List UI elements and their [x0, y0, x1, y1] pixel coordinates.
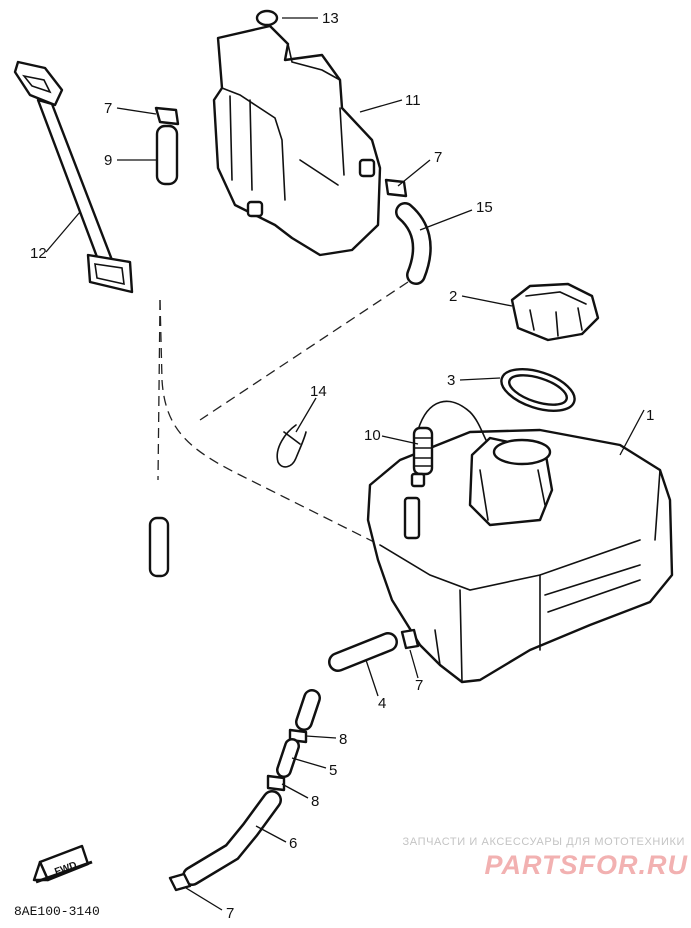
callout-7: 7	[434, 149, 442, 166]
fwd-arrow-icon: FWD	[32, 844, 93, 884]
hose-piece-part	[148, 516, 170, 578]
callout-7: 7	[226, 905, 234, 922]
callout-9: 9	[104, 152, 112, 169]
callout-12: 12	[30, 245, 47, 262]
tank-strap-part	[13, 60, 134, 294]
callout-5: 5	[329, 762, 337, 779]
oil-reservoir-part	[212, 24, 382, 257]
hose-clamp-part	[266, 774, 286, 792]
callout-4: 4	[378, 695, 386, 712]
callout-8: 8	[339, 731, 347, 748]
callout-numbers: 13 11 7 9 7 15 12 2 3 14 10 1 4 7 8 5 8 …	[30, 10, 654, 922]
hose-part	[328, 632, 398, 672]
wire-clip-part	[276, 424, 307, 468]
vent-hose-part	[410, 400, 487, 488]
hose-clamp-part	[168, 872, 192, 892]
hose-clamp-part	[400, 628, 420, 650]
hose-union-part	[276, 738, 300, 778]
routing-dashed-line	[157, 281, 409, 546]
callout-15: 15	[476, 199, 493, 216]
callout-8: 8	[311, 793, 319, 810]
callout-2: 2	[449, 288, 457, 305]
callout-10: 10	[364, 427, 381, 444]
reservoir-cap-part	[255, 9, 279, 27]
hose-joint-part	[295, 689, 321, 731]
callout-7: 7	[104, 100, 112, 117]
callout-14: 14	[310, 383, 327, 400]
filler-cap-part	[510, 282, 600, 342]
watermark-tagline: ЗАПЧАСТИ И АКСЕССУАРЫ ДЛЯ МОТОТЕХНИКИ	[402, 836, 685, 848]
leader-lines	[45, 17, 645, 911]
callout-11: 11	[405, 92, 421, 109]
callout-3: 3	[447, 372, 455, 389]
callout-13: 13	[322, 10, 339, 27]
curved-hose-part	[395, 202, 432, 285]
gasket-part	[500, 368, 576, 412]
callout-6: 6	[289, 835, 297, 852]
diagram-code: 8AE100-3140	[14, 904, 100, 919]
hose-part	[182, 790, 282, 886]
callout-7: 7	[415, 677, 423, 694]
watermark-logo: PARTSFOR.RU	[484, 850, 688, 880]
short-hose-part	[155, 124, 179, 186]
callout-1: 1	[646, 407, 654, 424]
oil-tank-part	[366, 428, 674, 684]
hose-clamp-part	[154, 106, 180, 126]
